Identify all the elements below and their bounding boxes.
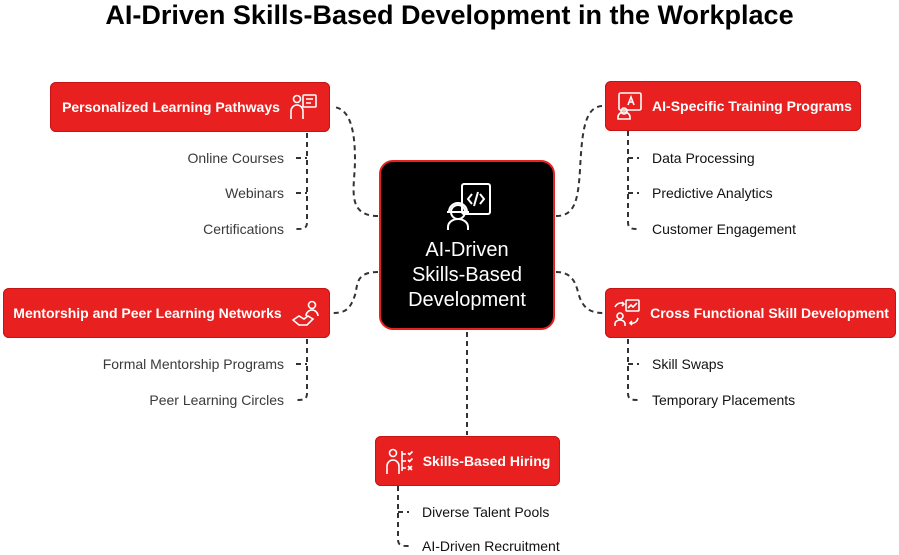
branch-mentorship bbox=[295, 339, 308, 401]
node-label: Skills-Based Hiring bbox=[422, 453, 551, 469]
item-temporary-placements: Temporary Placements bbox=[652, 392, 796, 408]
connector-center-cross bbox=[555, 271, 604, 314]
item-skill-swaps: Skill Swaps bbox=[652, 356, 724, 372]
item-diverse-talent-pools: Diverse Talent Pools bbox=[422, 504, 550, 520]
diagram-title: AI-Driven Skills-Based Development in th… bbox=[105, 0, 794, 30]
item-online-courses: Online Courses bbox=[187, 150, 285, 166]
node-personalized-learning: Personalized Learning Pathways bbox=[50, 82, 330, 132]
item-certifications: Certifications bbox=[203, 221, 284, 237]
item-customer-engagement: Customer Engagement bbox=[652, 221, 796, 237]
node-ai-training: AI-Specific Training Programs bbox=[605, 81, 861, 131]
center-node: AI-Driven Skills-Based Development bbox=[379, 160, 555, 330]
node-cross-functional: Cross Functional Skill Development bbox=[605, 288, 896, 338]
branch-ai-training bbox=[627, 131, 640, 230]
node-mentorship-networks: Mentorship and Peer Learning Networks bbox=[3, 288, 330, 338]
skill-exchange-icon bbox=[612, 298, 642, 328]
item-data-processing: Data Processing bbox=[652, 150, 755, 166]
branch-cross bbox=[627, 339, 640, 401]
ai-tutor-icon bbox=[614, 91, 644, 121]
person-board-icon bbox=[288, 92, 318, 122]
item-ai-driven-recruitment: AI-Driven Recruitment bbox=[422, 538, 560, 554]
connector-center-ai-training bbox=[555, 105, 604, 217]
node-skills-based-hiring: Skills-Based Hiring bbox=[375, 436, 560, 486]
hiring-checklist-icon bbox=[385, 446, 415, 476]
center-label: AI-Driven Skills-Based Development bbox=[408, 239, 526, 311]
branch-personalized bbox=[295, 133, 308, 230]
branch-hiring bbox=[397, 486, 410, 547]
item-peer-learning-circles: Peer Learning Circles bbox=[149, 392, 284, 408]
node-label: Personalized Learning Pathways bbox=[62, 99, 280, 115]
handshake-people-icon bbox=[290, 298, 320, 328]
item-webinars: Webinars bbox=[225, 185, 284, 201]
node-label: Cross Functional Skill Development bbox=[650, 305, 889, 321]
item-predictive-analytics: Predictive Analytics bbox=[652, 185, 773, 201]
item-formal-mentorship: Formal Mentorship Programs bbox=[102, 356, 284, 372]
connector-center-mentorship bbox=[331, 271, 379, 314]
engineer-code-icon bbox=[444, 182, 494, 237]
connector-center-personalized bbox=[331, 106, 379, 217]
node-label: AI-Specific Training Programs bbox=[652, 98, 852, 114]
node-label: Mentorship and Peer Learning Networks bbox=[13, 305, 282, 321]
